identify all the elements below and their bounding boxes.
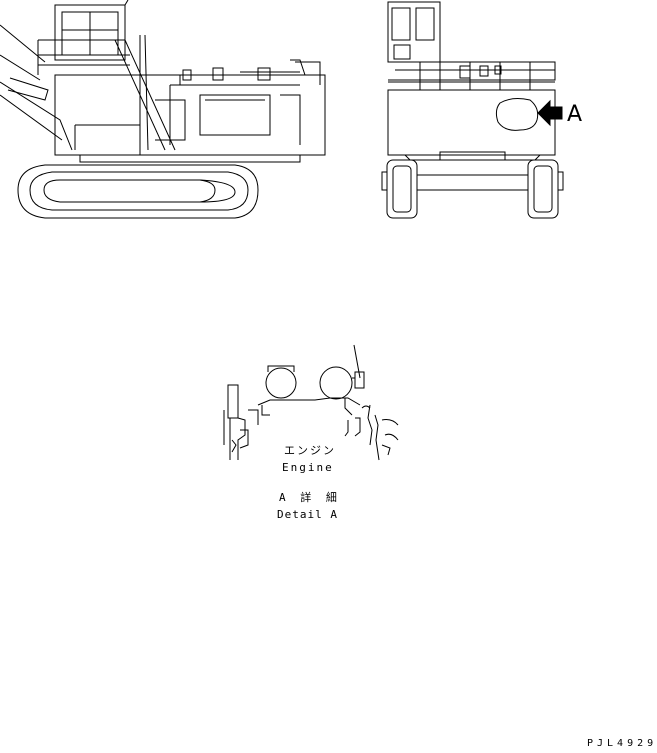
engine-label-japanese: エンジン xyxy=(284,444,336,457)
detail-label-japanese: A 詳 細 xyxy=(279,491,341,504)
detail-label-english: Detail A xyxy=(277,508,338,521)
engine-label-english: Engine xyxy=(282,461,334,474)
detail-a-engine-view xyxy=(223,344,399,461)
view-label-a: A xyxy=(567,102,583,127)
drawing-number: PJL4929 xyxy=(587,738,657,749)
front-view-excavator xyxy=(381,1,564,219)
arrow-to-a xyxy=(537,99,563,127)
side-view-excavator xyxy=(0,0,326,219)
